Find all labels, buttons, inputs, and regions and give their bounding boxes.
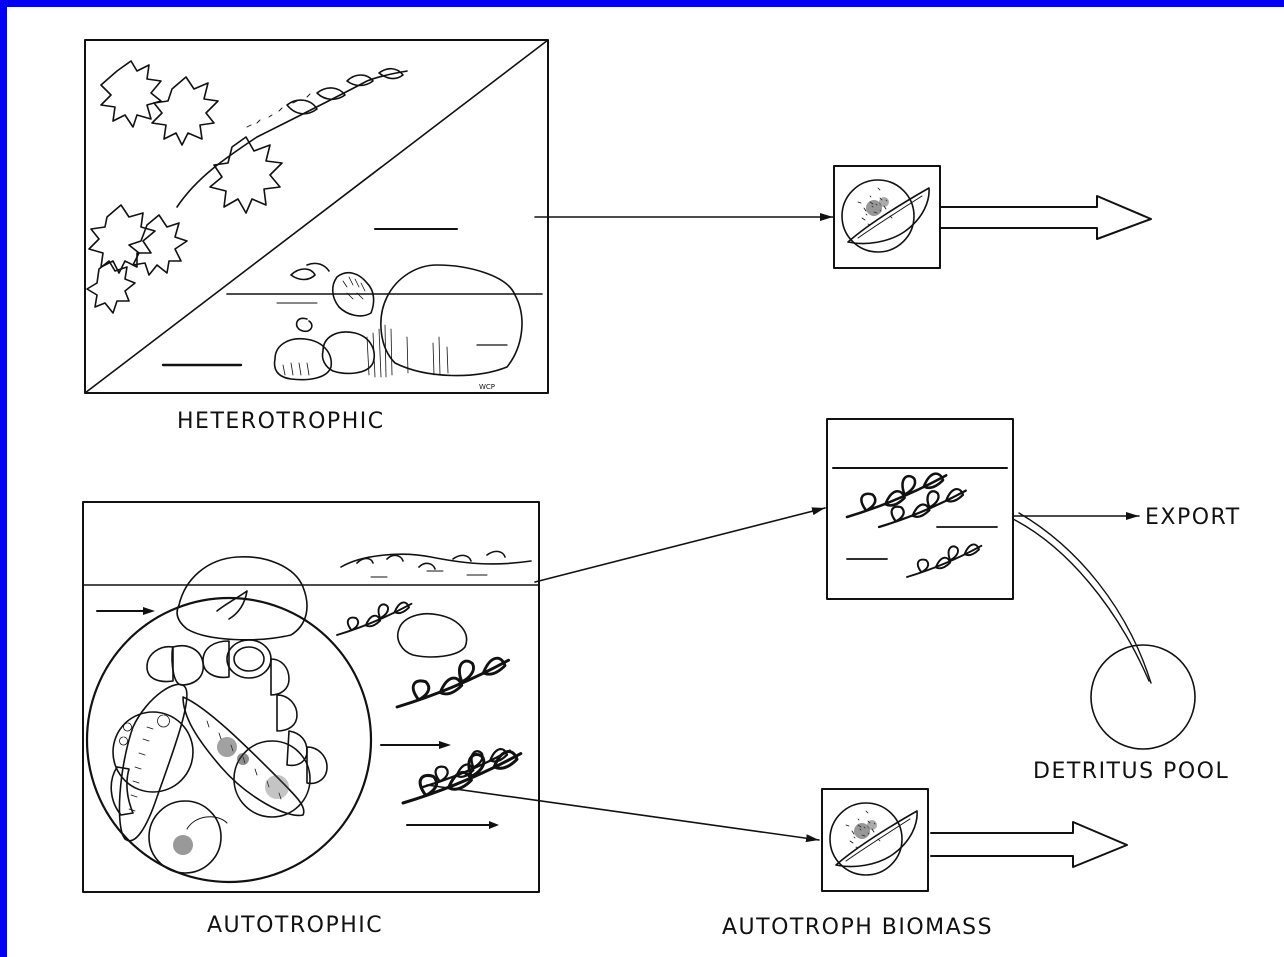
detritus-pool-circle	[1090, 644, 1196, 750]
diatom-box-bottom	[821, 788, 929, 892]
artist-initials: WCP	[479, 383, 495, 391]
autotroph-biomass-label: AUTOTROPH BIOMASS	[722, 915, 994, 940]
diagram-canvas: WCP	[7, 7, 1284, 957]
detritus-pool-label: DETRITUS POOL	[1033, 759, 1230, 784]
macrophyte-box	[826, 418, 1014, 600]
diagram-artwork: WCP	[82, 39, 1196, 893]
arrow-autotrophic-to-macrophytes	[534, 507, 826, 583]
hollow-arrow-top	[940, 195, 1152, 240]
diatom-box-top	[833, 165, 941, 269]
arrow-autotrophic-to-biomass	[426, 784, 820, 843]
autotrophic-panel	[82, 501, 540, 893]
export-label: EXPORT	[1145, 505, 1241, 530]
heterotrophic-panel: WCP	[84, 39, 549, 394]
heterotrophic-label: HETEROTROPHIC	[177, 409, 385, 434]
hollow-arrow-bottom	[930, 821, 1128, 868]
autotrophic-label: AUTOTROPHIC	[207, 913, 384, 938]
arrow-to-detritus	[1012, 518, 1150, 682]
